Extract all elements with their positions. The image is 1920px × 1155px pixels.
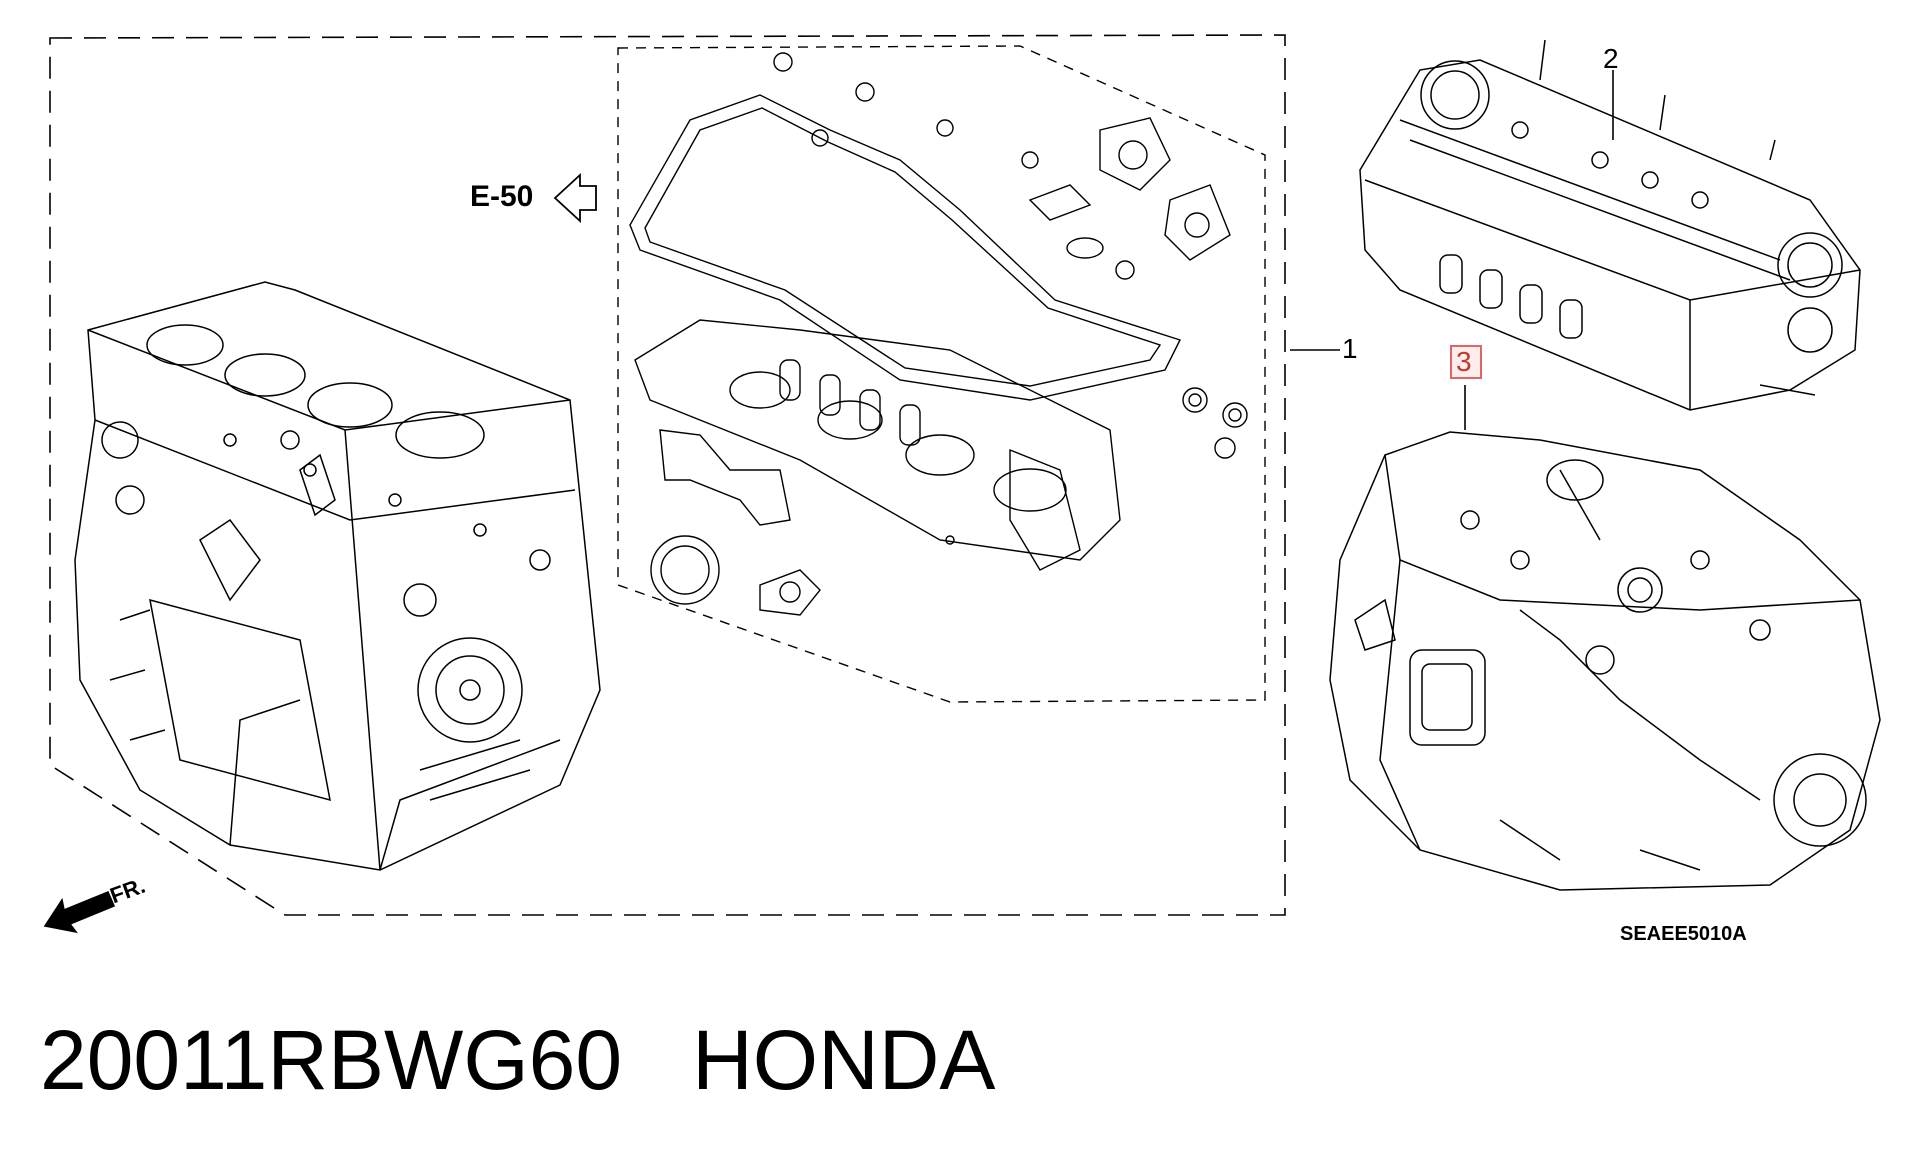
figure-code: SEAEE5010A: [1620, 923, 1747, 945]
brand-name: HONDA: [692, 1013, 996, 1107]
arrow-left-outline-icon: [553, 172, 597, 224]
callout-3: 3: [1456, 346, 1472, 377]
callout-2: 2: [1603, 43, 1619, 74]
cylinder-head-drawing: [1359, 39, 1861, 411]
front-arrow-icon: [43, 890, 116, 934]
engine-block-drawing: [74, 281, 601, 871]
part-number: 20011RBWG60: [40, 1013, 623, 1107]
assembly-boundary: [49, 34, 1286, 916]
part-title: 20011RBWG60 HONDA: [40, 1018, 995, 1102]
callout-1: 1: [1342, 333, 1358, 364]
title-gap: [622, 1013, 692, 1107]
transmission-drawing: [1329, 431, 1881, 891]
reference-label: E-50: [470, 180, 534, 213]
gasket-kit-drawing: [629, 52, 1248, 616]
callout-3-highlight: [1450, 345, 1482, 379]
gasket-kit-boundary: [617, 45, 1266, 703]
